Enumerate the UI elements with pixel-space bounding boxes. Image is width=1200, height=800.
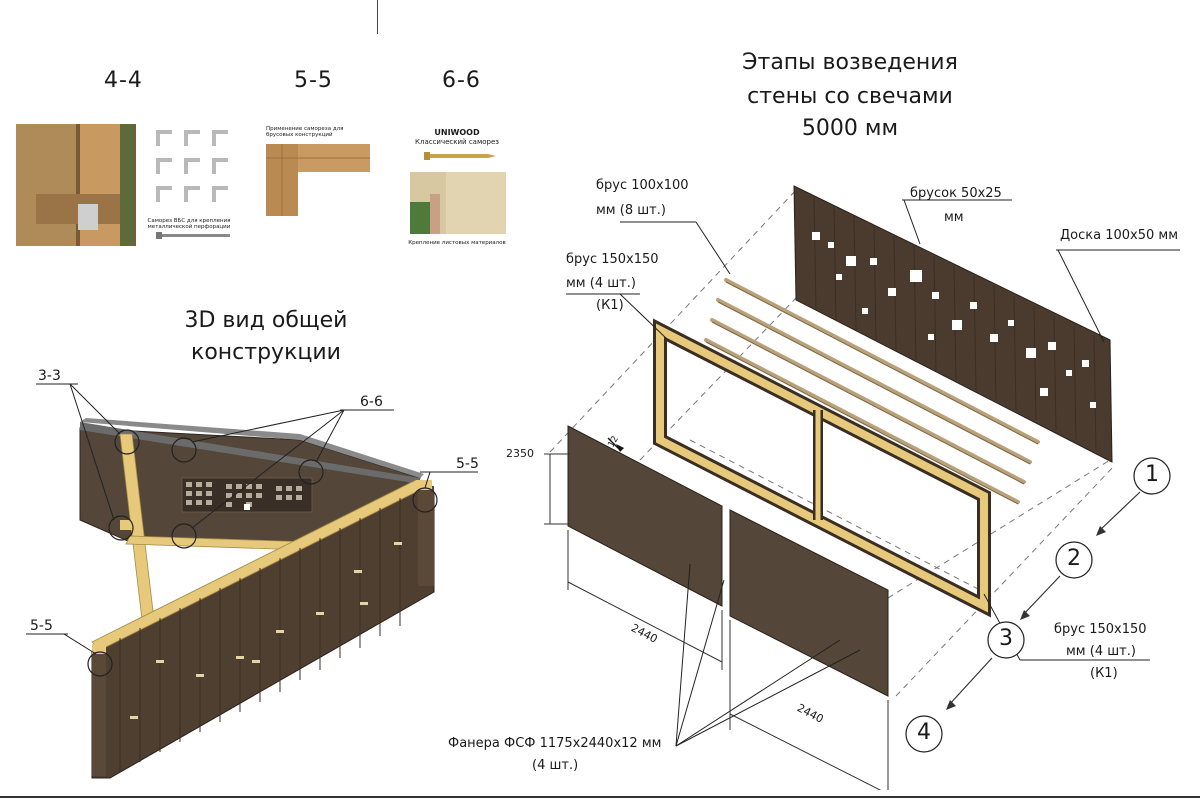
detail-caption-5-5: Применение самореза для брусовых констру… [266, 126, 344, 138]
step-number-3: 3 [999, 626, 1013, 651]
stages-title-line1: Этапы возведения [742, 50, 958, 75]
label-beam-150-right-line3: (К1) [1090, 666, 1118, 681]
label-beam-150-line3: (К1) [596, 298, 624, 313]
detail-caption-4-4: Саморез ВБС для крепления металлической … [147, 218, 231, 230]
timber-bracket-photo [16, 124, 230, 246]
label-beam-100-line1: брус 100х100 [596, 178, 689, 193]
label-batten-line2: мм [944, 210, 964, 225]
callout-6-6: 6-6 [360, 394, 383, 410]
label-plywood-line1: Фанера ФСФ 1175х2440х12 мм [448, 736, 662, 751]
callout-5-5-right: 5-5 [456, 456, 479, 472]
step-number-1: 1 [1145, 462, 1159, 487]
stages-title-line2: стены со свечами [747, 84, 953, 109]
3d-view-title-line1: 3D вид общей [184, 308, 348, 333]
brand-subtitle: Классический саморез [415, 138, 499, 146]
dim-2350: 2350 [506, 447, 534, 460]
callout-3-3: 3-3 [38, 368, 61, 384]
label-beam-150-line2: мм (4 шт.) [566, 276, 636, 291]
bottom-rule [0, 796, 1200, 798]
detail-photo-6-6: UNIWOOD Классический саморез Крепление л… [406, 124, 508, 250]
label-beam-100-line2: мм (8 шт.) [596, 203, 666, 218]
section-label-5-5: 5-5 [294, 68, 333, 93]
screw-photo [410, 152, 506, 234]
detail-photo-5-5: Применение самореза для брусовых констру… [264, 124, 372, 216]
exploded-assembly-diagram [544, 185, 1180, 790]
corner-joint-photo [266, 144, 370, 216]
section-label-4-4: 4-4 [104, 68, 143, 93]
step-number-2: 2 [1067, 546, 1081, 571]
callout-5-5-left: 5-5 [30, 618, 53, 634]
stages-title-line3: 5000 мм [801, 116, 899, 141]
section-label-6-6: 6-6 [442, 68, 481, 93]
label-beam-150-right-line1: брус 150х150 [1054, 622, 1147, 637]
detail-photo-4-4: Саморез ВБС для крепления металлической … [16, 124, 242, 246]
3d-construction-view [26, 383, 478, 779]
label-batten-line1: брусок 50х25 [910, 186, 1002, 201]
label-beam-150-line1: брус 150х150 [566, 252, 659, 267]
detail-caption-6-6: Крепление листовых материалов [408, 240, 506, 246]
3d-view-title-line2: конструкции [191, 340, 341, 365]
top-divider-tick [377, 0, 378, 34]
label-plywood-line2: (4 шт.) [532, 758, 579, 773]
label-board: Доска 100х50 мм [1060, 228, 1179, 243]
step-number-4: 4 [917, 720, 931, 745]
label-beam-150-right-line2: мм (4 шт.) [1066, 644, 1136, 659]
brand-uniwood: UNIWOOD [434, 128, 480, 137]
